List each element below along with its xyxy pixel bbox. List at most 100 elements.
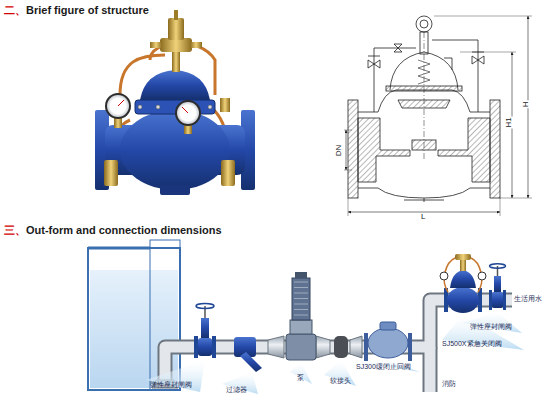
installation-diagram — [290, 320, 312, 334]
section-number: 二、 — [4, 4, 26, 16]
valve-photo — [104, 160, 118, 186]
valve-photo — [118, 100, 124, 106]
section-drawing — [368, 60, 380, 68]
section-number: 三、 — [4, 224, 26, 236]
installation-diagram — [212, 336, 216, 358]
dimension-label: H1 — [505, 116, 514, 128]
installation-diagram — [294, 293, 308, 294]
section-drawing — [344, 130, 352, 131]
section-drawing — [500, 198, 501, 216]
section-drawing — [424, 32, 425, 160]
installation-diagram — [194, 336, 198, 358]
section-drawing — [394, 44, 402, 52]
installation-diagram — [324, 360, 356, 386]
part-label: 软接头 — [330, 377, 351, 385]
installation-diagram — [350, 336, 362, 358]
installation-diagram — [364, 333, 368, 361]
section-drawing — [418, 60, 430, 84]
part-label: 消防 — [442, 380, 456, 388]
valve-photo — [221, 160, 235, 186]
installation-diagram — [146, 312, 524, 394]
installation-diagram — [294, 315, 308, 316]
installation-diagram — [380, 322, 396, 330]
part-label: 泵 — [297, 374, 304, 382]
installation-diagram — [334, 336, 348, 358]
installation-diagram — [88, 247, 150, 250]
installation-diagram — [478, 272, 486, 280]
installation-diagram — [88, 240, 524, 394]
installation-diagram — [356, 360, 420, 372]
part-label: 生活用水 — [514, 295, 542, 303]
valve-photo — [140, 70, 210, 100]
section-drawing — [424, 198, 425, 202]
installation-diagram — [494, 276, 501, 292]
installation-diagram — [201, 318, 209, 338]
part-label: SJ500X紧急关闭阀 — [442, 340, 502, 348]
installation-diagram — [290, 362, 312, 384]
installation-diagram — [268, 336, 284, 358]
installation-diagram — [489, 290, 492, 310]
section-drawing — [358, 188, 490, 198]
valve-photo — [156, 105, 160, 109]
section-drawing — [346, 130, 347, 170]
section-drawing — [432, 40, 478, 112]
part-label: 过滤器 — [226, 386, 247, 394]
valve-photo — [175, 100, 201, 126]
installation-diagram — [490, 264, 506, 268]
section-drawing — [438, 118, 490, 182]
section-drawing — [374, 48, 416, 112]
valve-photo — [107, 95, 129, 117]
installation-diagram — [294, 298, 308, 299]
installation-diagram — [222, 372, 258, 394]
installation-diagram — [423, 347, 438, 392]
valve-photo — [190, 42, 202, 48]
valve-photo — [182, 107, 188, 113]
valve-photo — [177, 102, 199, 124]
valve-photo — [95, 10, 255, 195]
installation-diagram — [450, 270, 476, 288]
installation-diagram — [196, 304, 214, 309]
installation-diagram — [455, 254, 471, 260]
valve-photo — [150, 42, 162, 48]
section-drawing — [500, 198, 532, 199]
installation-diagram — [408, 333, 412, 361]
section-drawing — [416, 16, 432, 32]
installation-diagram — [294, 304, 308, 305]
valve-photo — [114, 118, 122, 128]
section-drawing — [348, 100, 358, 198]
section-drawing — [344, 16, 532, 216]
section-drawing — [358, 118, 410, 182]
installation-diagram — [292, 278, 310, 320]
installation-diagram — [440, 272, 448, 280]
valve-photo — [220, 98, 230, 112]
section-heading: Out-form and connection dimensions — [26, 224, 222, 236]
installation-diagram — [492, 292, 503, 308]
dimension-label: L — [420, 213, 426, 222]
valve-photo — [172, 50, 180, 72]
dimension-label: H — [522, 101, 531, 109]
installation-diagram — [286, 334, 316, 360]
installation-diagram — [294, 287, 308, 288]
section-drawing — [368, 56, 380, 57]
installation-diagram — [368, 328, 408, 358]
section-drawing — [472, 56, 484, 64]
installation-diagram — [146, 360, 205, 392]
section-drawing — [460, 52, 516, 53]
valve-photo — [174, 10, 178, 20]
installation-diagram — [294, 309, 308, 310]
part-label: 弹性座封闸阀 — [150, 381, 192, 389]
installation-diagram — [316, 336, 330, 358]
section-drawing — [348, 198, 349, 216]
valve-photo — [120, 110, 230, 190]
section-heading: Brief figure of structure — [26, 4, 149, 16]
installation-diagram — [198, 338, 212, 356]
installation-diagram — [425, 347, 436, 392]
installation-diagram — [295, 272, 307, 278]
installation-diagram — [240, 352, 262, 372]
valve-photo — [160, 185, 190, 195]
valve-photo — [168, 18, 184, 40]
installation-diagram — [294, 282, 308, 283]
section-drawing — [490, 100, 500, 198]
